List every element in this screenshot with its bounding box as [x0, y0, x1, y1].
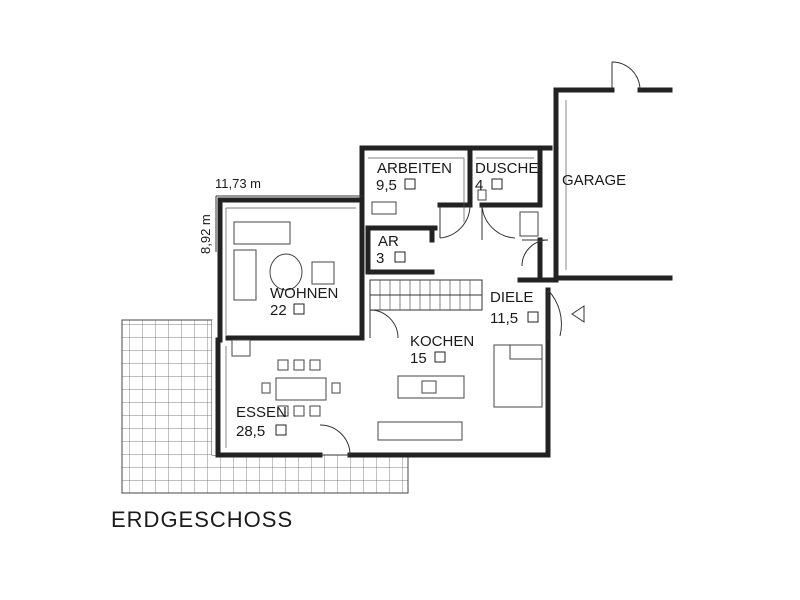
room-name-essen: ESSEN: [236, 404, 287, 421]
room-area-essen: 28,5: [236, 423, 265, 440]
wall-inner-lines: [225, 100, 567, 448]
room-area-ar: 3: [376, 250, 384, 267]
staircase: [369, 279, 483, 311]
kitchen-furniture: [377, 344, 543, 441]
area-unit-square: [404, 178, 416, 190]
room-area-diele: 11,5: [490, 310, 518, 327]
exterior-walls: [215, 61, 673, 458]
room-name-arbeiten: ARBEITEN: [377, 160, 452, 177]
area-unit-square: [491, 178, 503, 190]
room-name-wohnen: WOHNEN: [270, 285, 338, 302]
area-unit-square: [293, 303, 305, 315]
room-name-dusche: DUSCHE: [475, 160, 538, 177]
room-name-kochen: KOCHEN: [410, 333, 474, 350]
entrance-arrow-icon: [571, 305, 585, 323]
area-unit-square: [527, 311, 539, 323]
depth-dimension-label: 8,92 m: [198, 214, 213, 254]
doors: [319, 204, 562, 456]
width-dimension-label: 11,73 m: [215, 176, 261, 191]
room-area-kochen: 15: [410, 350, 427, 367]
area-unit-square: [434, 351, 446, 363]
room-name-garage: GARAGE: [562, 172, 626, 189]
room-name-ar: AR: [378, 233, 399, 250]
dining-furniture: [261, 359, 341, 417]
floor-plan-title: ERDGESCHOSS: [111, 507, 294, 532]
living-furniture: [231, 221, 335, 357]
dimension-lines: [215, 195, 364, 252]
bathroom-fixtures: [371, 189, 539, 237]
interior-walls: [225, 147, 559, 341]
area-unit-square: [275, 424, 287, 436]
room-name-diele: DIELE: [490, 289, 533, 306]
room-area-dusche: 4: [475, 177, 483, 194]
room-area-wohnen: 22: [270, 302, 287, 319]
room-area-arbeiten: 9,5: [376, 177, 397, 194]
area-unit-square: [394, 251, 406, 263]
